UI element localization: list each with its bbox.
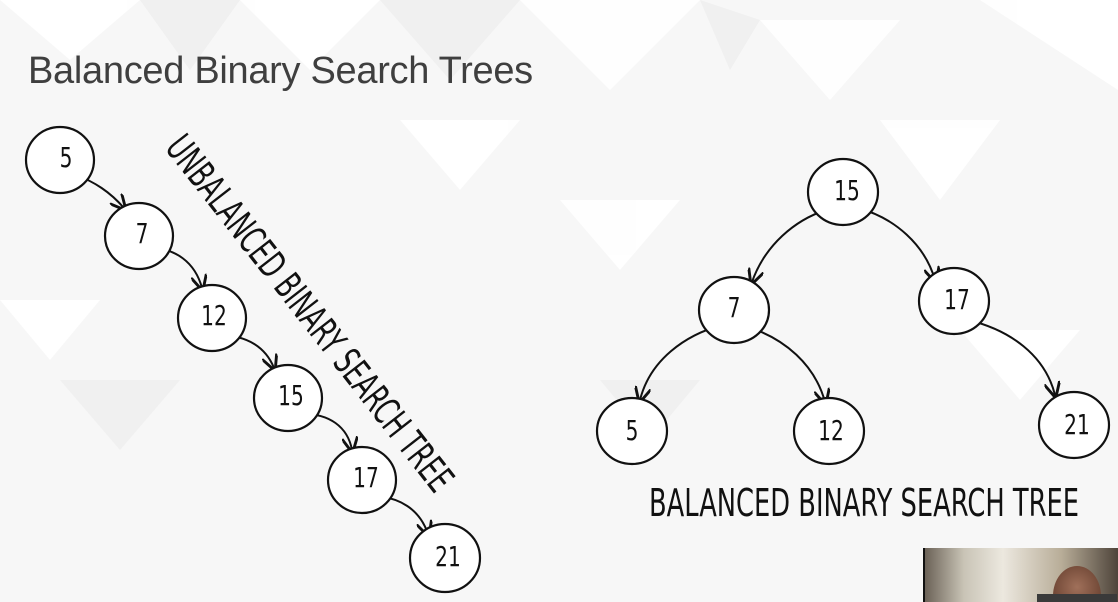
node-label: 21 [435, 540, 461, 573]
tree-node: 5 [595, 396, 669, 466]
tree-node: 17 [326, 445, 398, 515]
balanced-tree-caption: BALANCED BINARY SEARCH TREE [649, 481, 1079, 525]
node-label: 21 [1064, 408, 1090, 441]
tree-node-root: 15 [806, 157, 880, 227]
edge-7-5 [640, 324, 723, 400]
tree-node: 12 [792, 396, 866, 466]
node-label: 5 [626, 414, 639, 447]
node-label: 5 [60, 141, 73, 174]
tree-node: 7 [697, 275, 771, 345]
unbalanced-tree: 5 7 12 15 17 21 UNBALANCED BINARY SEARCH… [24, 125, 482, 594]
tree-node: 12 [176, 283, 248, 353]
tree-node: 17 [917, 266, 991, 336]
tree-node: 21 [1037, 390, 1111, 460]
tree-node: 5 [24, 125, 96, 195]
node-label: 12 [818, 414, 844, 447]
edge-17-21 [967, 319, 1055, 395]
tree-node: 21 [408, 522, 482, 594]
slide-title: Balanced Binary Search Trees [28, 50, 533, 92]
node-label: 15 [834, 174, 860, 207]
node-label: 7 [728, 291, 741, 324]
node-label: 15 [278, 379, 304, 412]
node-label: 17 [353, 461, 379, 494]
presenter-shirt [1037, 594, 1117, 602]
edge-15-17 [857, 207, 935, 280]
node-label: 12 [201, 299, 227, 332]
tree-node: 15 [252, 363, 324, 433]
tree-node: 7 [103, 201, 175, 271]
node-label: 17 [944, 283, 970, 316]
presenter-webcam [923, 548, 1118, 602]
node-label: 7 [136, 217, 149, 250]
edge-15-7 [752, 209, 827, 282]
balanced-tree: 15 7 17 5 12 21 BALANCED BINARY SEARCH T… [595, 157, 1111, 525]
edge-7-12 [744, 325, 825, 402]
